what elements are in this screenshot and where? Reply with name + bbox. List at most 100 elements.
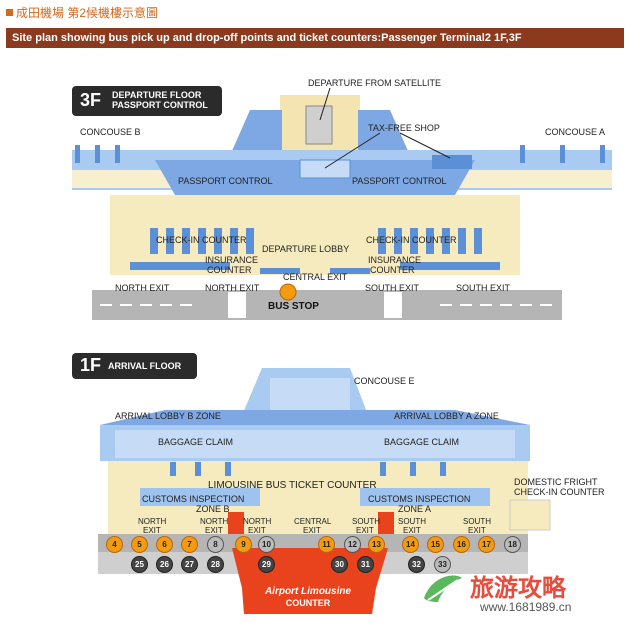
bus-stop-marker[interactable]: 32 bbox=[408, 556, 425, 573]
label-exit-2: EXIT bbox=[205, 526, 223, 535]
label-passport-right: PASSPORT CONTROL bbox=[352, 176, 447, 186]
bus-stop-marker[interactable]: 6 bbox=[156, 536, 173, 553]
customs-left bbox=[140, 488, 260, 506]
taxfree-box-right bbox=[432, 155, 472, 169]
limo-counter-line-1: Airport Limousine bbox=[264, 586, 352, 597]
label-exit-6: EXIT bbox=[403, 526, 421, 535]
watermark-title: 旅游攻略 bbox=[470, 574, 566, 602]
road-1f bbox=[98, 534, 528, 552]
label-concourse-b: CONCOUSE B bbox=[80, 127, 141, 137]
label-departure-satellite: DEPARTURE FROM SATELLITE bbox=[308, 78, 442, 88]
floor1-name: ARRIVAL FLOOR bbox=[108, 361, 182, 371]
escalator bbox=[305, 105, 333, 145]
floor3-code: 3F bbox=[80, 90, 102, 110]
bus-stop-marker[interactable]: 16 bbox=[453, 536, 470, 553]
label-checkin-right: CHECK-IN COUNTER bbox=[366, 235, 457, 245]
floor1-tag: 1F ARRIVAL FLOOR bbox=[72, 353, 197, 379]
label-central-exit: CENTRAL EXIT bbox=[283, 272, 348, 282]
checkin-counters bbox=[130, 228, 500, 274]
floor3-name-1: DEPARTURE FLOOR bbox=[112, 90, 202, 100]
watermark-url: www.1681989.cn bbox=[480, 600, 572, 614]
label-south-exit-1: SOUTH EXIT bbox=[365, 283, 420, 293]
header-title: 成田機場 第2候機樓示意圖 bbox=[16, 6, 159, 20]
satellite-wing-left bbox=[228, 110, 282, 160]
bus-stop-marker[interactable]: 31 bbox=[357, 556, 374, 573]
bus-stop-marker[interactable]: 10 bbox=[258, 536, 275, 553]
bus-stop-marker[interactable]: 15 bbox=[427, 536, 444, 553]
label-limousine-ticket: LIMOUSINE BUS TICKET COUNTER bbox=[208, 480, 377, 491]
label-north-3: NORTH bbox=[243, 517, 272, 526]
bus-stop-marker[interactable]: 8 bbox=[207, 536, 224, 553]
page-header: 成田機場 第2候機樓示意圖 bbox=[6, 4, 158, 21]
bus-stop-marker[interactable]: 14 bbox=[402, 536, 419, 553]
label-insurance-left-1: INSURANCE bbox=[205, 255, 259, 265]
lobby-roof bbox=[100, 410, 530, 425]
bus-stop-marker[interactable]: 12 bbox=[344, 536, 361, 553]
bus-stop-marker[interactable]: 29 bbox=[258, 556, 275, 573]
limo-counter-left bbox=[228, 512, 244, 538]
bus-stop-marker[interactable]: 13 bbox=[368, 536, 385, 553]
floor3-name-2: PASSPORT CONTROL bbox=[112, 100, 208, 110]
bus-stop-marker[interactable]: 33 bbox=[434, 556, 451, 573]
concourse-e-inner bbox=[270, 378, 350, 412]
bus-stop-marker[interactable]: 5 bbox=[131, 536, 148, 553]
departure-hall bbox=[110, 195, 520, 275]
label-exit-4: EXIT bbox=[303, 526, 321, 535]
label-baggage-left: BAGGAGE CLAIM bbox=[158, 437, 234, 447]
concourse-markers bbox=[75, 145, 605, 163]
customs-right bbox=[360, 488, 490, 506]
label-concourse-e: CONCOUSE E bbox=[354, 376, 415, 386]
bus-stop-marker[interactable]: 18 bbox=[504, 536, 521, 553]
limo-counter-line-2: COUNTER bbox=[285, 598, 331, 608]
baggage-belts bbox=[170, 462, 446, 476]
crosswalks bbox=[228, 292, 402, 318]
label-north-exit-2: NORTH EXIT bbox=[205, 283, 260, 293]
bus-stop-icon bbox=[279, 283, 297, 301]
pointer-lines bbox=[319, 87, 451, 169]
label-south-3: SOUTH bbox=[463, 517, 491, 526]
label-checkin-left: CHECK-IN COUNTER bbox=[156, 235, 247, 245]
label-tax-free: TAX-FREE SHOP bbox=[368, 123, 440, 133]
bus-stop-marker[interactable]: 30 bbox=[331, 556, 348, 573]
floor1-code: 1F bbox=[80, 355, 102, 375]
limo-counter-right bbox=[378, 512, 394, 538]
label-exit-1: EXIT bbox=[143, 526, 161, 535]
bus-stop-marker[interactable]: 28 bbox=[207, 556, 224, 573]
label-concourse-a: CONCOUSE A bbox=[545, 127, 606, 137]
header-square-icon bbox=[6, 9, 13, 16]
label-north-exit-1: NORTH EXIT bbox=[115, 283, 170, 293]
bus-stop-marker[interactable]: 7 bbox=[181, 536, 198, 553]
domestic-box bbox=[509, 499, 551, 531]
label-north-2: NORTH bbox=[200, 517, 229, 526]
label-south-2: SOUTH bbox=[398, 517, 426, 526]
bus-stop-marker[interactable]: 27 bbox=[181, 556, 198, 573]
label-exit-7: EXIT bbox=[468, 526, 486, 535]
label-lobby-a: ARRIVAL LOBBY A ZONE bbox=[394, 411, 499, 421]
bus-stop-marker[interactable]: 17 bbox=[478, 536, 495, 553]
label-south-1: SOUTH bbox=[352, 517, 380, 526]
label-exit-3: EXIT bbox=[248, 526, 266, 535]
bus-stop-marker[interactable]: 4 bbox=[106, 536, 123, 553]
label-baggage-right: BAGGAGE CLAIM bbox=[384, 437, 460, 447]
title-banner: Site plan showing bus pick up and drop-o… bbox=[6, 28, 624, 48]
label-customs-left-1: CUSTOMS INSPECTION bbox=[142, 494, 245, 504]
bus-stop-marker[interactable]: 25 bbox=[131, 556, 148, 573]
label-insurance-left-2: COUNTER bbox=[207, 265, 252, 275]
label-central: CENTRAL bbox=[294, 517, 332, 526]
label-bus-stop: BUS STOP bbox=[268, 301, 319, 312]
label-domestic-1: DOMESTIC FRIGHT bbox=[514, 477, 598, 487]
label-customs-right-1: CUSTOMS INSPECTION bbox=[368, 494, 471, 504]
label-domestic-2: CHECK-IN COUNTER bbox=[514, 487, 605, 497]
bus-stop-marker[interactable]: 26 bbox=[156, 556, 173, 573]
satellite-wing-right bbox=[358, 110, 412, 160]
bus-stop-marker[interactable]: 11 bbox=[318, 536, 335, 553]
limousine-counter-callout: Airport Limousine COUNTER bbox=[244, 586, 372, 609]
bus-stop-marker[interactable]: 9 bbox=[235, 536, 252, 553]
label-customs-left-2: ZONE B bbox=[196, 504, 230, 514]
label-insurance-right-1: INSURANCE bbox=[368, 255, 422, 265]
label-lobby-b: ARRIVAL LOBBY B ZONE bbox=[115, 411, 221, 421]
label-north-1: NORTH bbox=[138, 517, 167, 526]
label-customs-right-2: ZONE A bbox=[398, 504, 432, 514]
